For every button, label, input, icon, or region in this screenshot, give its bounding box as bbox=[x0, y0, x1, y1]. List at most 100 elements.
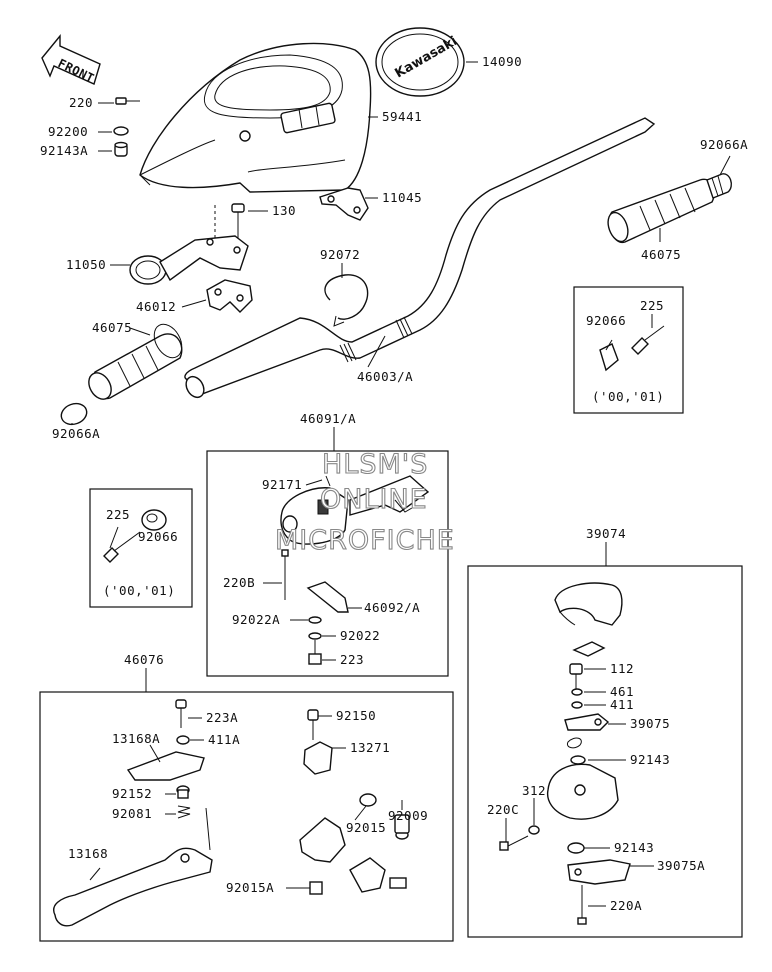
nut-92015 bbox=[359, 793, 377, 807]
label-13168: 13168 bbox=[68, 846, 108, 861]
clamp-92072 bbox=[324, 274, 369, 327]
label-92072: 92072 bbox=[320, 247, 360, 262]
label-92081: 92081 bbox=[112, 806, 152, 821]
grip-end-92066-left-small bbox=[141, 509, 167, 531]
label-92015: 92015 bbox=[346, 820, 386, 835]
watermark-line-3: MICROFICHE bbox=[275, 525, 455, 556]
throttle-cover-39074 bbox=[554, 582, 623, 626]
label-92200: 92200 bbox=[48, 124, 88, 139]
switch-assembly-46091A bbox=[280, 475, 430, 545]
label-92152: 92152 bbox=[112, 786, 152, 801]
grip-end-92066A-right bbox=[706, 173, 732, 199]
washer-92022 bbox=[308, 632, 322, 640]
label-13168A: 13168A bbox=[112, 731, 160, 746]
collar-92143-bottom bbox=[567, 842, 585, 854]
bracket-13271 bbox=[303, 741, 333, 775]
bracket-11045 bbox=[319, 187, 369, 221]
screw-220B bbox=[281, 549, 289, 600]
label-39074: 39074 bbox=[586, 526, 626, 541]
washer-312 bbox=[528, 825, 540, 835]
grip-end-92066A-left bbox=[60, 402, 88, 426]
label-92150: 92150 bbox=[336, 708, 376, 723]
label-11045: 11045 bbox=[382, 190, 422, 205]
label-112: 112 bbox=[610, 661, 634, 676]
screw-92150 bbox=[307, 709, 319, 740]
pin-92152 bbox=[176, 785, 190, 799]
label-46076: 46076 bbox=[124, 652, 164, 667]
bolt-112 bbox=[569, 663, 583, 690]
collar-92143-top bbox=[570, 755, 586, 765]
kawasaki-emblem: Kawasaki bbox=[375, 27, 465, 97]
holder-46012 bbox=[206, 279, 253, 313]
screw-220C bbox=[499, 835, 529, 851]
label-92022A: 92022A bbox=[232, 612, 280, 627]
collar-92143A bbox=[114, 141, 128, 157]
screw-225-left bbox=[103, 531, 141, 563]
label-14090: 14090 bbox=[482, 54, 522, 69]
year-box-right bbox=[573, 286, 684, 414]
label-46003A: 46003/A bbox=[357, 369, 413, 384]
grip-46075-left bbox=[88, 323, 183, 400]
label-411A: 411A bbox=[208, 732, 240, 747]
lever-holder bbox=[299, 817, 407, 893]
label-225-left: 225 bbox=[106, 507, 130, 522]
label-461: 461 bbox=[610, 684, 634, 699]
nut-411A bbox=[176, 735, 190, 745]
grip-end-92066-small bbox=[599, 343, 619, 372]
watermark-line-1: HLSM'S bbox=[322, 449, 428, 480]
label-92143A: 92143A bbox=[40, 143, 88, 158]
label-11050: 11050 bbox=[66, 257, 106, 272]
bolt-223A bbox=[175, 699, 187, 728]
washer-411 bbox=[571, 701, 583, 709]
label-220C: 220C bbox=[487, 802, 519, 817]
label-92066-right: 92066 bbox=[586, 313, 626, 328]
label-225-right: 225 bbox=[640, 298, 664, 313]
grip-46075-right bbox=[607, 178, 716, 243]
watermark-line-2: ONLINE bbox=[320, 484, 428, 515]
spring-92081 bbox=[177, 805, 211, 851]
label-92022: 92022 bbox=[340, 628, 380, 643]
label-39075: 39075 bbox=[630, 716, 670, 731]
label-223: 223 bbox=[340, 652, 364, 667]
label-130: 130 bbox=[272, 203, 296, 218]
spring-92143 bbox=[566, 737, 582, 749]
lever-13168 bbox=[53, 847, 213, 927]
nut-92015A bbox=[309, 881, 323, 895]
label-92066-left: 92066 bbox=[138, 529, 178, 544]
adjuster-92009 bbox=[394, 814, 410, 840]
label-411: 411 bbox=[610, 697, 634, 712]
label-46075-left: 46075 bbox=[92, 320, 132, 335]
label-92143-a: 92143 bbox=[630, 752, 670, 767]
label-years-right: ('00,'01) bbox=[592, 389, 664, 404]
label-46075-right: 46075 bbox=[641, 247, 681, 262]
screw-220A bbox=[577, 885, 587, 925]
nut-461 bbox=[571, 688, 583, 696]
washer-92200 bbox=[113, 126, 129, 136]
label-92009: 92009 bbox=[388, 808, 428, 823]
throttle-box-frame bbox=[467, 565, 743, 938]
plate-39075 bbox=[564, 713, 610, 731]
part-labels: 220 92200 92143A 59441 14090 92066A 130 … bbox=[40, 54, 748, 913]
lever-box-frame bbox=[39, 691, 454, 942]
screw-225-small bbox=[631, 325, 665, 355]
label-92066A-left: 92066A bbox=[52, 426, 100, 441]
lever-46092A bbox=[306, 581, 349, 613]
bracket-11050 bbox=[129, 235, 249, 285]
label-46092A: 46092/A bbox=[364, 600, 420, 615]
holder-13168A bbox=[126, 751, 205, 781]
label-46091A: 46091/A bbox=[300, 411, 356, 426]
label-92066A-right: 92066A bbox=[700, 137, 748, 152]
label-220B: 220B bbox=[223, 575, 255, 590]
label-220A: 220A bbox=[610, 898, 642, 913]
label-46012: 46012 bbox=[136, 299, 176, 314]
label-13271: 13271 bbox=[350, 740, 390, 755]
screw-220 bbox=[115, 97, 140, 105]
label-92171: 92171 bbox=[262, 477, 302, 492]
bracket-small bbox=[572, 641, 606, 657]
year-box-left bbox=[89, 488, 193, 608]
plate-39075A bbox=[567, 859, 631, 885]
front-arrow-icon: FRONT bbox=[41, 34, 101, 86]
label-220: 220 bbox=[69, 95, 93, 110]
washer-92022A bbox=[308, 616, 322, 624]
